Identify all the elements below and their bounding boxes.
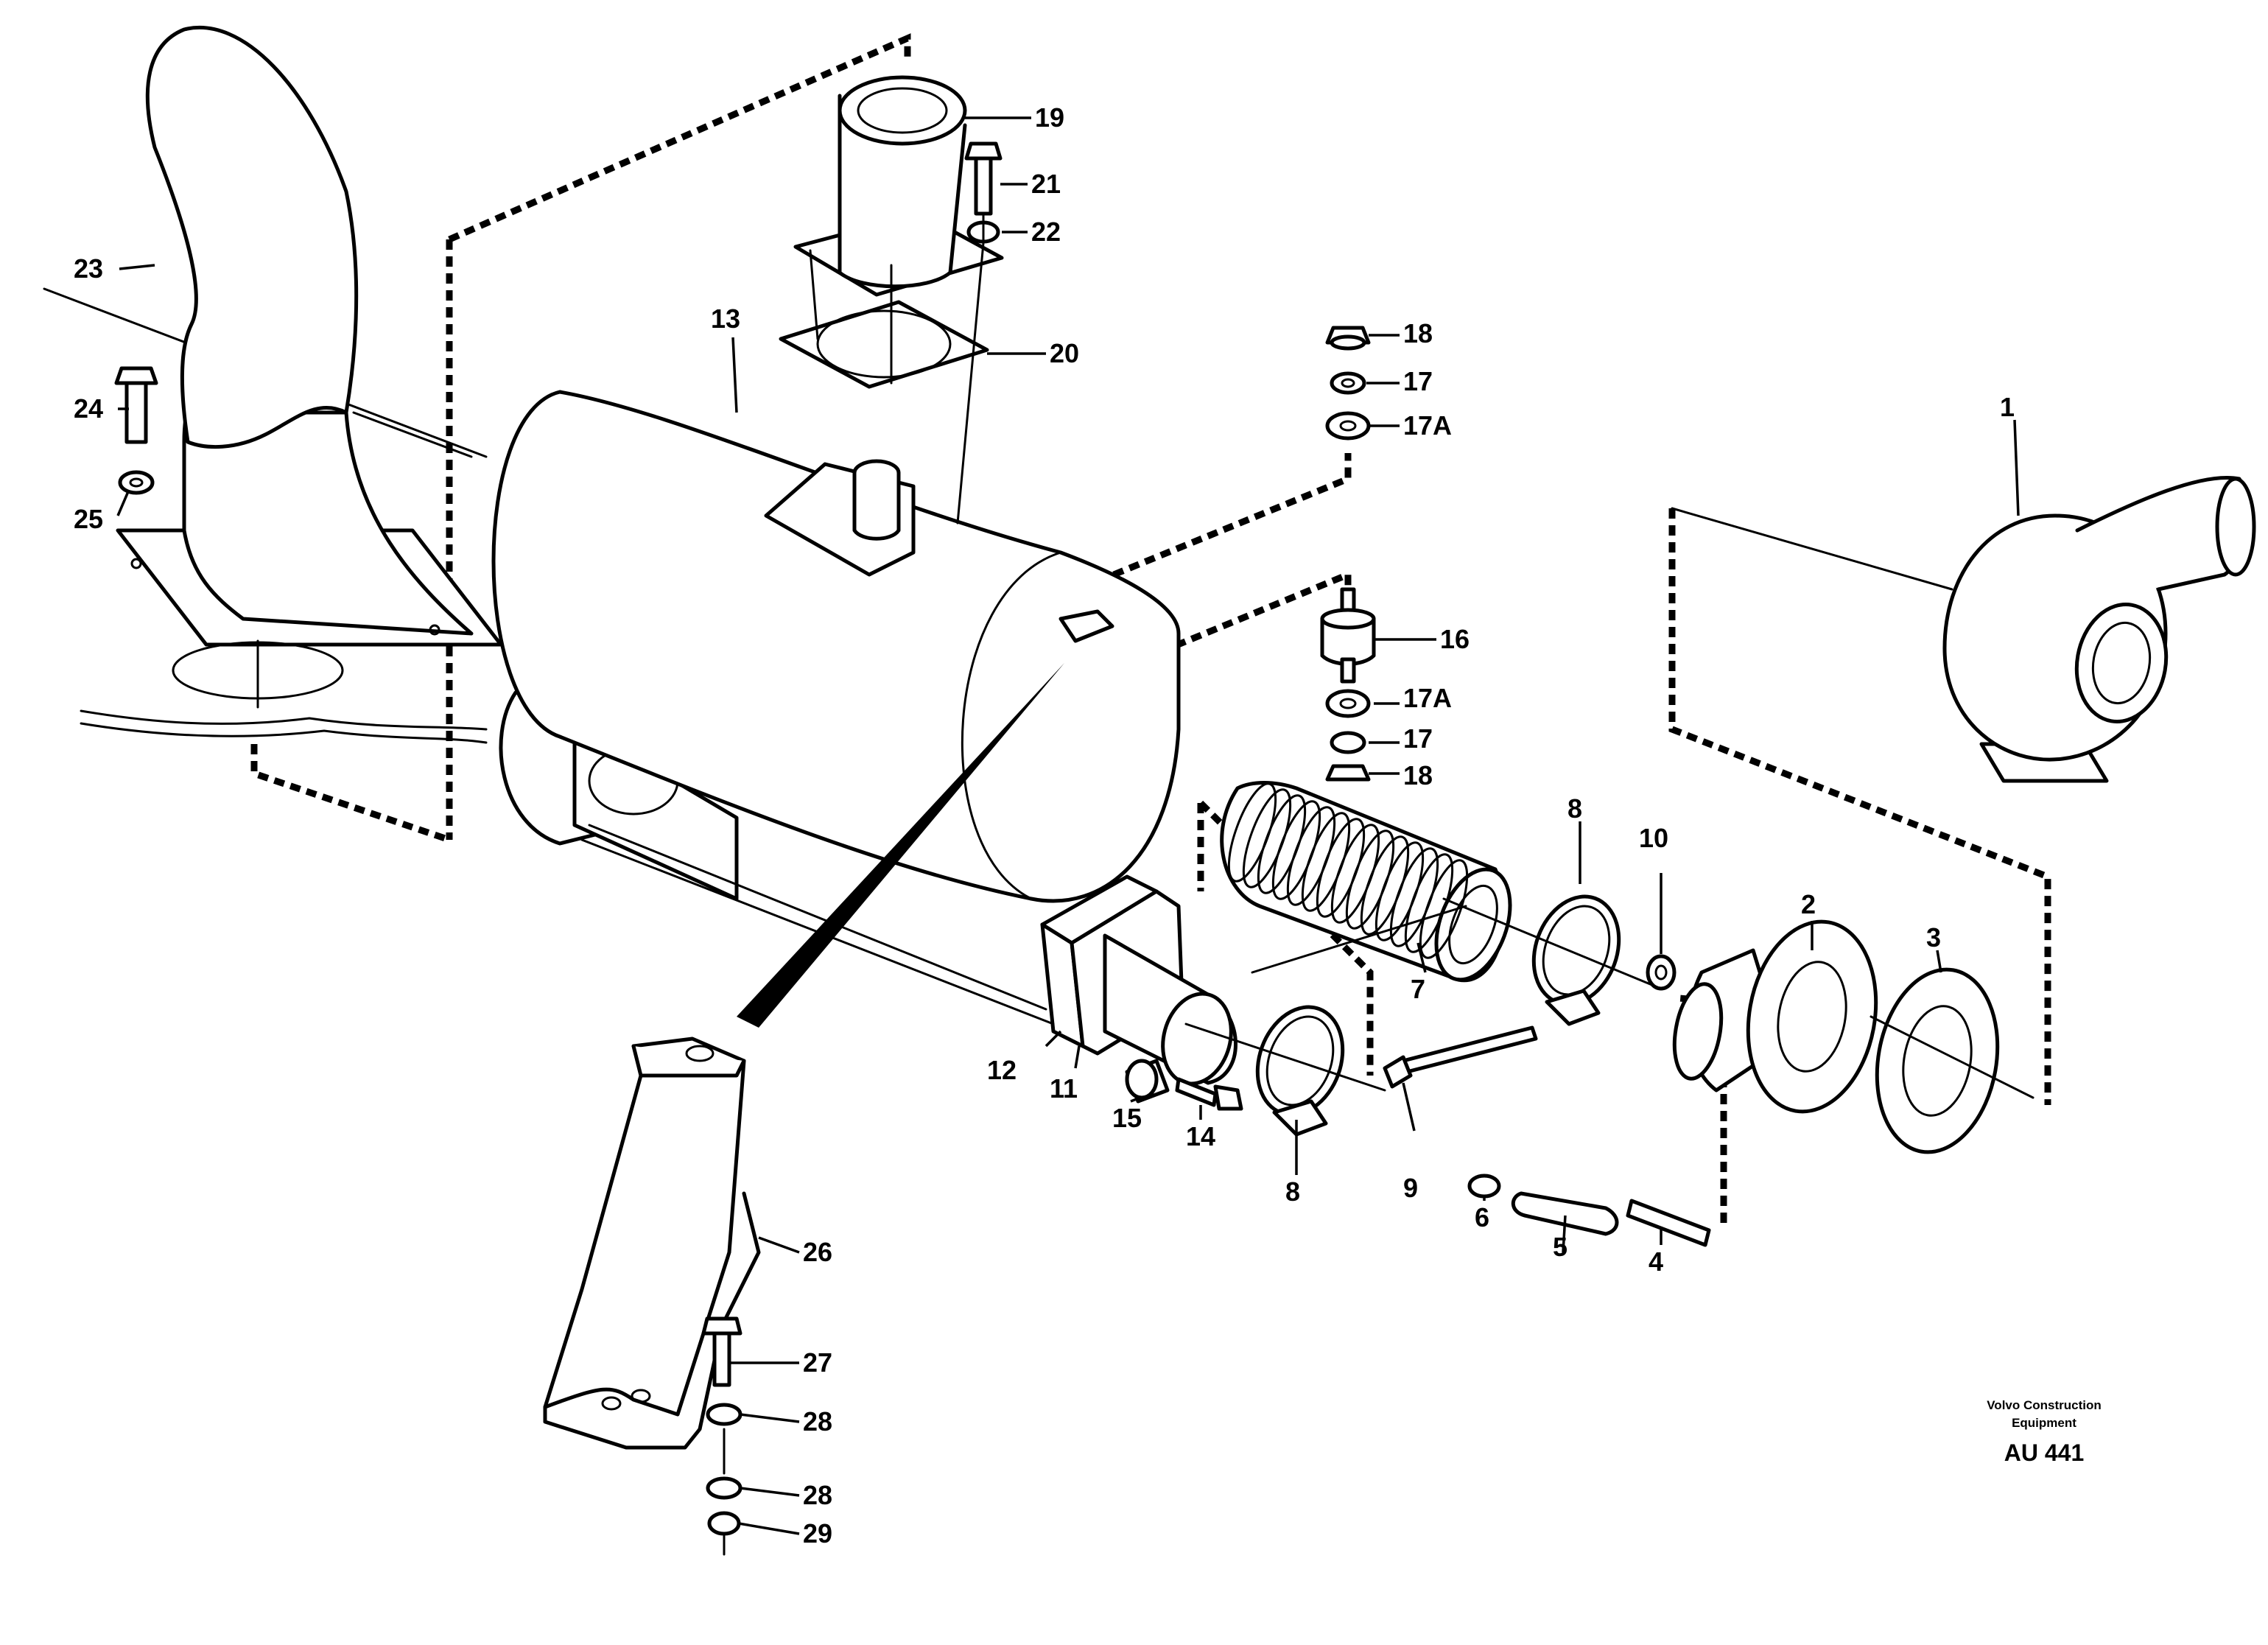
callout-28-upper: 28 xyxy=(803,1406,832,1437)
callout-12: 12 xyxy=(987,1055,1017,1085)
callout-11: 11 xyxy=(1050,1073,1078,1104)
bolt-14 xyxy=(1175,1077,1243,1111)
bellows-rib xyxy=(1404,853,1454,953)
bracket-26 xyxy=(543,1037,761,1450)
callout-23: 23 xyxy=(74,253,103,284)
leader-lines xyxy=(116,116,2020,1535)
exhaust-stack xyxy=(116,26,503,709)
bolt-27 xyxy=(701,1316,742,1387)
callout-5: 5 xyxy=(1553,1232,1567,1262)
muffler xyxy=(491,390,1181,903)
callout-2: 2 xyxy=(1801,889,1816,919)
washer-25 xyxy=(118,470,155,495)
turbocharger xyxy=(1942,475,2256,783)
pipe-assembly-lines xyxy=(809,212,985,525)
assembly-guide-lines xyxy=(250,33,2051,1223)
callout-4: 4 xyxy=(1649,1246,1663,1277)
stud-4 xyxy=(1626,1199,1711,1247)
callout-18-upper: 18 xyxy=(1403,318,1433,348)
callout-13: 13 xyxy=(711,304,740,334)
nut-6 xyxy=(1467,1174,1501,1199)
callout-18-lower: 18 xyxy=(1403,760,1433,790)
callout-29: 29 xyxy=(803,1518,832,1548)
callout-26: 26 xyxy=(803,1237,832,1267)
gasket-20 xyxy=(779,300,989,389)
callout-17A-upper: 17A xyxy=(1403,410,1452,441)
callout-8-right: 8 xyxy=(1567,793,1582,824)
credit-line-2: Equipment xyxy=(2012,1416,2076,1430)
bolt-21 xyxy=(964,141,1003,216)
gasket-3 xyxy=(1875,967,2000,1154)
callout-8-left: 8 xyxy=(1285,1176,1300,1207)
figure-code: AU 441 xyxy=(2004,1439,2085,1466)
callout-27: 27 xyxy=(803,1347,832,1378)
clamp-8-right xyxy=(1531,894,1621,1026)
callout-24: 24 xyxy=(74,393,103,424)
publisher-credit: Volvo Construction Equipment AU 441 xyxy=(1987,1398,2102,1466)
callout-15: 15 xyxy=(1112,1103,1142,1133)
callout-22: 22 xyxy=(1031,217,1061,247)
rubber-mount-16 xyxy=(1320,587,1376,782)
callout-labels: 1 2 3 4 5 6 7 8 8 9 10 11 12 13 14 15 16… xyxy=(74,102,2015,1548)
callout-25: 25 xyxy=(74,504,103,534)
callout-17-lower: 17 xyxy=(1403,723,1433,754)
adapter-2 xyxy=(1672,919,1878,1114)
callout-16: 16 xyxy=(1440,624,1470,654)
callout-9: 9 xyxy=(1403,1173,1418,1203)
clamp-8-left xyxy=(1255,1005,1345,1137)
spacer-15 xyxy=(1125,1059,1170,1104)
bracket-5 xyxy=(1511,1191,1619,1236)
nut-10 xyxy=(1646,954,1677,991)
flex-bellows-7 xyxy=(1220,781,1512,983)
bolt-9 xyxy=(1383,1025,1538,1089)
washers-28-nut-29 xyxy=(706,1403,742,1556)
outlet-pipe xyxy=(793,75,1004,297)
flange-pipe-11 xyxy=(1070,889,1237,1086)
bellows-rib xyxy=(1419,859,1469,959)
callout-21: 21 xyxy=(1031,169,1061,199)
detail-pointer xyxy=(737,663,1064,1028)
callout-3: 3 xyxy=(1926,922,1941,953)
callout-17A-lower: 17A xyxy=(1403,683,1452,713)
credit-line-1: Volvo Construction xyxy=(1987,1398,2102,1412)
callout-7: 7 xyxy=(1411,974,1425,1004)
callout-28-lower: 28 xyxy=(803,1480,832,1510)
callout-19: 19 xyxy=(1035,102,1064,133)
callout-20: 20 xyxy=(1050,338,1079,368)
bolt-24 xyxy=(114,366,158,444)
callout-10: 10 xyxy=(1639,823,1668,853)
upper-mount-hardware xyxy=(1325,326,1371,441)
callout-14: 14 xyxy=(1186,1121,1215,1151)
callout-6: 6 xyxy=(1475,1202,1489,1232)
callout-1: 1 xyxy=(2000,392,2015,422)
callout-17-upper: 17 xyxy=(1403,366,1433,396)
